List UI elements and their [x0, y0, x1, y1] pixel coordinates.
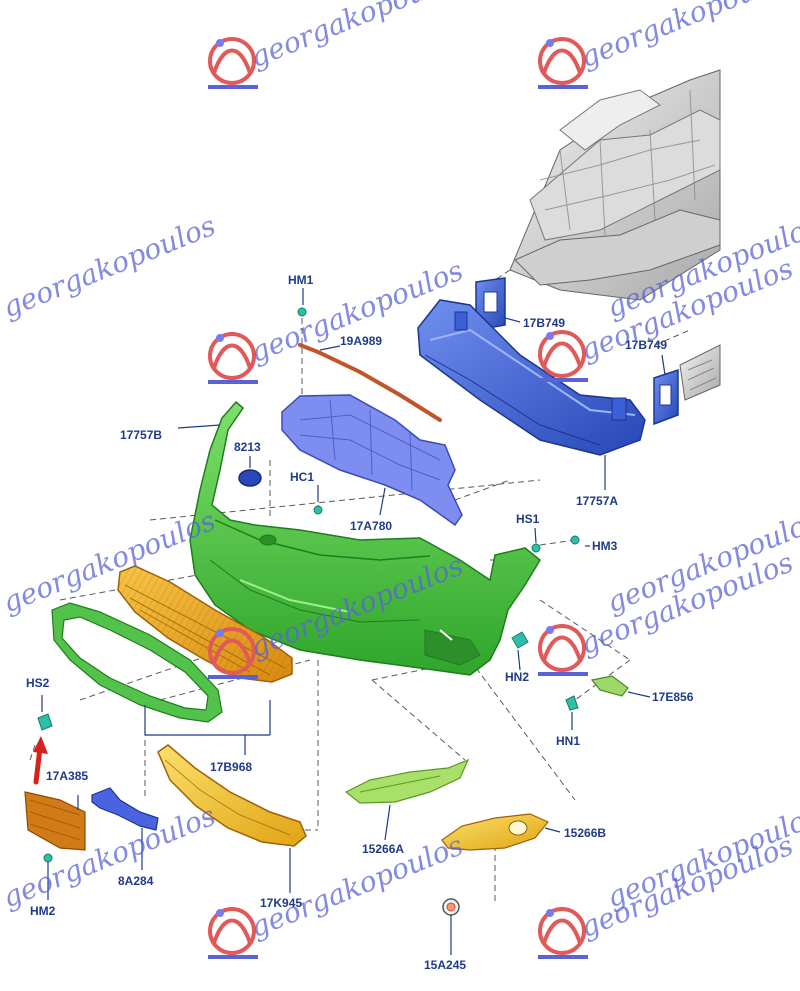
energy-absorber-17a780	[281, 394, 463, 527]
fastener-hm3	[570, 535, 580, 545]
label-hs1: HS1	[516, 512, 540, 526]
label-leaders	[41, 288, 666, 955]
label-8a284: 8A284	[118, 874, 154, 888]
label-hm2: HM2	[30, 904, 56, 918]
fastener-hm2	[43, 853, 53, 863]
lower-grille-17k945	[157, 744, 307, 847]
bracket-17a385	[24, 791, 86, 851]
label-hs2: HS2	[26, 676, 50, 690]
fastener-hn1	[565, 695, 579, 711]
fastener-hn2	[511, 631, 529, 649]
bumper-reinforcement-17757a	[417, 299, 646, 456]
label-17e856: 17E856	[652, 690, 694, 704]
fastener-hs2	[37, 713, 53, 731]
label-17a780: 17A780	[350, 519, 393, 533]
label-17a385: 17A385	[46, 769, 89, 783]
bracket-17b749-lower	[653, 368, 679, 426]
label-19a989: 19A989	[340, 334, 383, 348]
label-15266a: 15266A	[362, 842, 405, 856]
label-17b968: 17B968	[210, 760, 253, 774]
bracket-17b749-upper	[475, 277, 506, 331]
label-15266b: 15266B	[564, 826, 607, 840]
fastener-hm1	[297, 307, 307, 317]
fastener-hc1	[313, 505, 323, 515]
fog-lamp-bezel-15266b	[441, 813, 549, 851]
bumper-cover-17757b	[189, 400, 541, 676]
label-17b749-upper: 17B749	[523, 316, 566, 330]
fog-lamp-15a245	[442, 898, 460, 916]
label-8213: 8213	[234, 440, 261, 454]
label-15a245: 15A245	[424, 958, 467, 972]
label-hn1: HN1	[556, 734, 581, 748]
label-hm1: HM1	[288, 273, 314, 287]
label-17757b: 17757B	[120, 428, 163, 442]
fastener-hs1	[531, 543, 541, 553]
label-hn2: HN2	[505, 670, 530, 684]
direction-arrow	[33, 736, 48, 785]
label-17b749-lower: 17B749	[625, 338, 668, 352]
front-body-structure	[509, 69, 721, 401]
fog-lamp-bezel-15266a	[344, 758, 470, 804]
emblem-8213	[238, 469, 262, 487]
label-17k945: 17K945	[260, 896, 303, 910]
label-17757a: 17757A	[576, 494, 619, 508]
grille-surround-17b968	[51, 602, 223, 723]
bracket-17e856	[590, 675, 629, 697]
label-hm3: HM3	[592, 539, 618, 553]
seal-strip-19a989	[298, 343, 442, 422]
label-hc1: HC1	[290, 470, 315, 484]
bracket-8a284	[91, 787, 159, 831]
